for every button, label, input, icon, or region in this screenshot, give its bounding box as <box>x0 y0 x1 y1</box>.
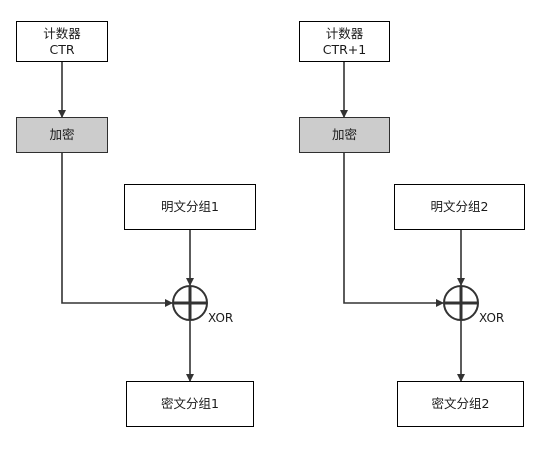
right-plaintext-label: 明文分组2 <box>430 199 489 214</box>
left-plaintext-box: 明文分组1 <box>124 184 256 230</box>
left-plaintext-label: 明文分组1 <box>161 199 219 214</box>
left-counter-value: CTR <box>49 41 75 57</box>
right-counter-box: 计数器 CTR+1 <box>299 21 390 62</box>
left-counter-box: 计数器 CTR <box>16 21 108 62</box>
right-xor-label: XOR <box>479 311 505 325</box>
left-xor-symbol <box>172 285 208 321</box>
right-encrypt-label: 加密 <box>331 127 357 142</box>
left-ciphertext-label: 密文分组1 <box>161 396 219 411</box>
left-xor-label: XOR <box>208 311 234 325</box>
left-encrypt-box: 加密 <box>16 117 108 153</box>
right-keystream-to-xor-arrow <box>343 153 444 307</box>
left-keystream-to-xor-arrow <box>61 153 173 307</box>
left-counter-title: 计数器 <box>43 25 81 41</box>
right-xor-symbol <box>443 285 479 321</box>
right-ciphertext-label: 密文分组2 <box>431 396 490 411</box>
left-ciphertext-box: 密文分组1 <box>126 381 254 427</box>
right-counter-value: CTR+1 <box>322 41 367 57</box>
right-ciphertext-box: 密文分组2 <box>397 381 524 427</box>
right-encrypt-box: 加密 <box>299 117 390 153</box>
right-plaintext-box: 明文分组2 <box>394 184 525 230</box>
left-encrypt-label: 加密 <box>49 127 75 142</box>
right-counter-title: 计数器 <box>325 25 364 41</box>
